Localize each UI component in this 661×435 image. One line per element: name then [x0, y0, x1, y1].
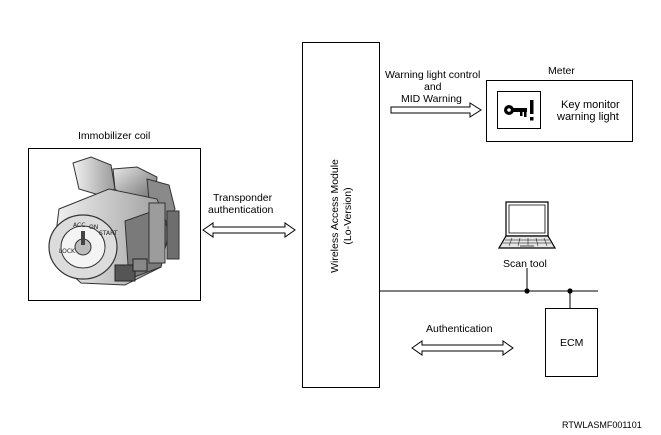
- transponder-label-line1: Transponder: [213, 192, 273, 204]
- ecm-junction-dot: [567, 288, 573, 294]
- warning-arrow: [390, 102, 482, 118]
- svg-text:ON: ON: [89, 224, 98, 231]
- warning-label-line1: Warning light control: [385, 69, 481, 81]
- svg-text:ACC: ACC: [73, 222, 85, 229]
- immobilizer-coil-box: LOCK ACC ON START: [28, 148, 201, 301]
- authentication-label: Authentication: [426, 323, 493, 335]
- meter-title: Meter: [548, 65, 575, 77]
- ecm-label: ECM: [560, 337, 584, 349]
- key-monitor-label-line1: Key monitor: [561, 99, 620, 111]
- figure-code: RTWLASMF001101: [562, 420, 642, 430]
- immobilizer-coil-label: Immobilizer coil: [78, 130, 151, 142]
- scan-tool-junction-dot: [524, 288, 530, 294]
- module-label-line2: (Lo-Version): [342, 187, 354, 245]
- key-monitor-label-line2: warning light: [557, 111, 619, 123]
- module-label-line1: Wireless Access Module: [329, 159, 341, 273]
- immobilizer-coil-illustration-icon: LOCK ACC ON START: [48, 156, 180, 286]
- authentication-double-arrow: [411, 340, 514, 356]
- transponder-double-arrow: [202, 222, 296, 238]
- laptop-icon: [498, 201, 556, 249]
- svg-text:LOCK: LOCK: [59, 248, 76, 255]
- transponder-label-line2: authentication: [208, 204, 274, 216]
- warning-label-line2: and: [424, 81, 442, 93]
- scan-tool-label: Scan tool: [503, 258, 547, 270]
- svg-text:START: START: [99, 230, 118, 237]
- key-warning-icon: [504, 100, 534, 121]
- ecm-box: ECM: [545, 308, 598, 377]
- warning-label-line3: MID Warning: [401, 93, 462, 105]
- wireless-access-module-box: Wireless Access Module (Lo-Version): [302, 42, 380, 388]
- key-warning-light-box: [497, 91, 541, 129]
- meter-box: Key monitor warning light: [486, 80, 633, 142]
